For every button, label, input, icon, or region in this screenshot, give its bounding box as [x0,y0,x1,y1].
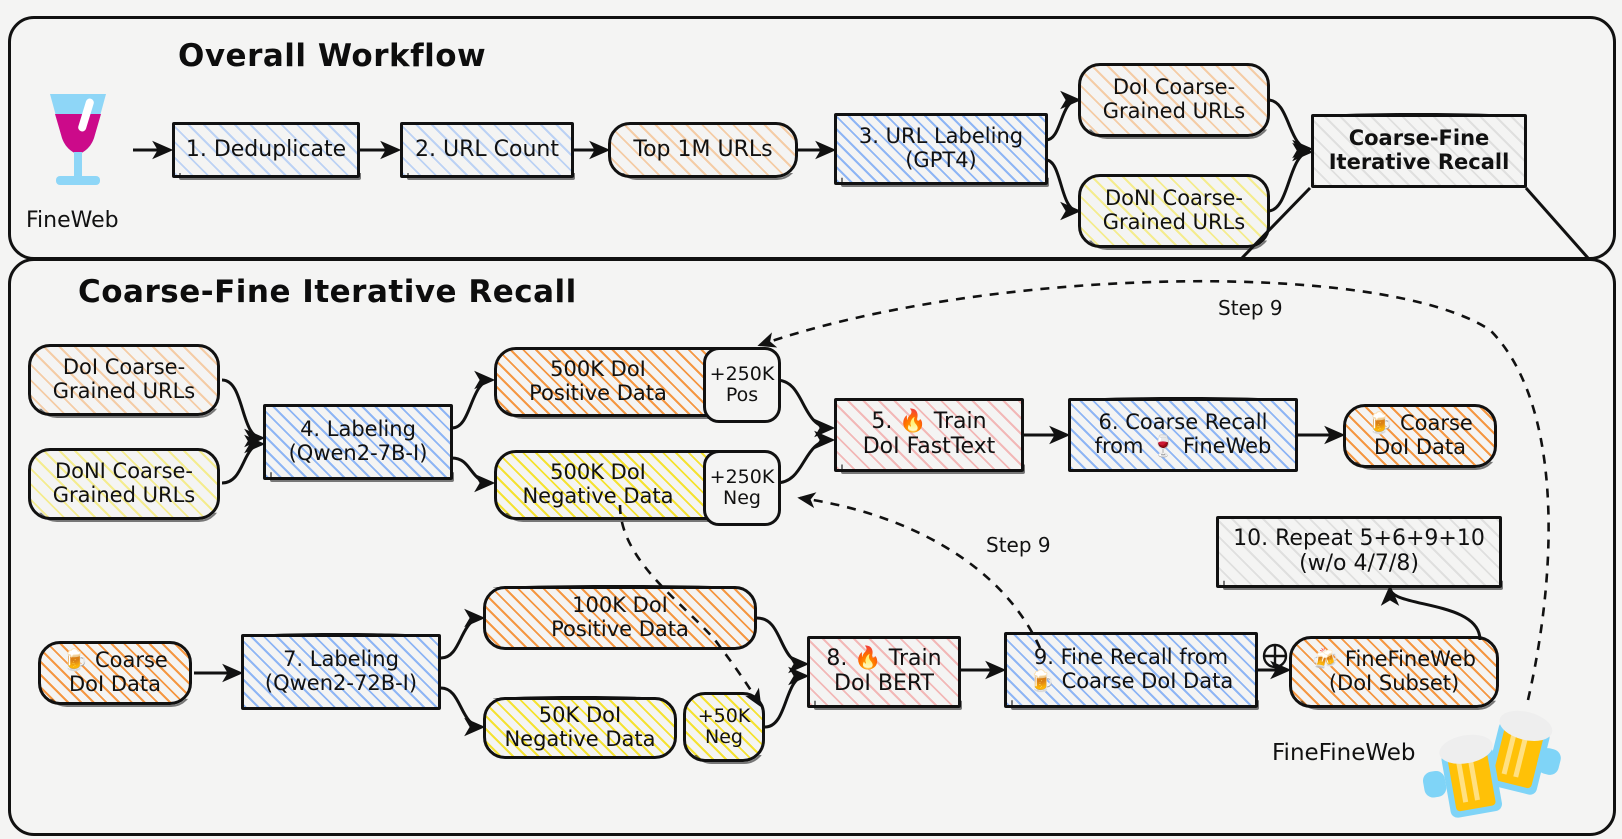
step-label-lower: Step 9 [980,533,1057,557]
node-train-doi-bert[interactable]: 8. 🔥 Train DoI BERT [807,636,961,708]
node-500k-doi-negative-data[interactable]: 500K DoI Negative Data +250K Neg [494,450,781,526]
badge-plus-50k-neg[interactable]: +50K Neg [683,692,765,762]
node-100k-doi-positive-data[interactable]: 100K DoI Positive Data [483,585,757,650]
node-doni-coarse-grained-urls-overall[interactable]: DoNI Coarse- Grained URLs [1078,174,1270,248]
finefineweb-output-label: FineFineWeb [1272,740,1416,766]
step-label-upper: Step 9 [1212,296,1289,320]
node-deduplicate[interactable]: 1. Deduplicate [172,122,360,178]
node-doni-coarse-grained-urls[interactable]: DoNI Coarse- Grained URLs [28,448,220,520]
coarse-fine-iterative-recall-title: Coarse-Fine Iterative Recall [78,274,577,310]
node-50k-doi-negative-data[interactable]: 50K DoI Negative Data [483,696,677,759]
node-coarse-fine-iterative-recall-link[interactable]: Coarse-Fine Iterative Recall [1311,113,1527,188]
node-doi-coarse-grained-urls[interactable]: DoI Coarse- Grained URLs [28,344,220,416]
clinking-beer-mugs-icon [1418,700,1598,820]
node-coarse-doi-data-bottom[interactable]: 🍺 Coarse DoI Data [38,641,192,705]
node-repeat-instruction[interactable]: 10. Repeat 5+6+9+10 (w/o 4/7/8) [1216,516,1502,588]
wine-glass-icon [28,80,128,192]
node-url-count[interactable]: 2. URL Count [400,122,574,178]
node-coarse-doi-data-top[interactable]: 🍺 Coarse DoI Data [1343,404,1497,468]
node-doi-coarse-grained-urls-overall[interactable]: DoI Coarse- Grained URLs [1078,63,1270,137]
badge-plus-250k-neg: +250K Neg [703,450,781,526]
node-labeling-qwen2-72b[interactable]: 7. Labeling (Qwen2-72B-I) [241,633,441,710]
node-url-labeling-gpt4[interactable]: 3. URL Labeling (GPT4) [834,113,1048,185]
node-coarse-recall-from-fineweb[interactable]: 6. Coarse Recall from 🍷 FineWeb [1068,397,1298,472]
node-finefineweb-doi-subset[interactable]: 🍻 FineFineWeb (DoI Subset) [1289,636,1499,708]
node-labeling-qwen2-7b[interactable]: 4. Labeling (Qwen2-7B-I) [263,404,453,480]
overall-workflow-title: Overall Workflow [178,38,487,74]
fineweb-source-label: FineWeb [26,208,119,233]
badge-plus-250k-pos: +250K Pos [703,347,781,423]
node-fine-recall-from-coarse-doi-data[interactable]: 9. Fine Recall from 🍺 Coarse DoI Data [1004,632,1258,708]
node-train-doi-fasttext[interactable]: 5. 🔥 Train DoI FastText [834,398,1024,472]
node-500k-doi-positive-data[interactable]: 500K DoI Positive Data +250K Pos [494,347,781,423]
node-top-1m-urls[interactable]: Top 1M URLs [608,122,798,178]
